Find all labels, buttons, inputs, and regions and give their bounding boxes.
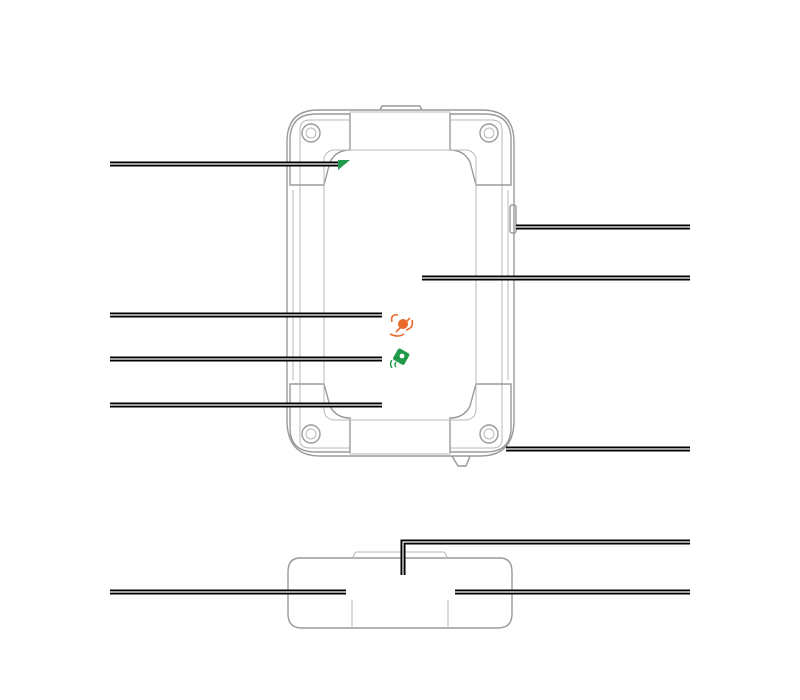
screen-window [323,149,477,421]
green-vibration-phone-icon [389,348,410,369]
bottom-view [287,551,513,629]
green-triangle-indicator-icon [338,160,350,170]
device-inner-body [299,111,503,455]
callout-leaders [110,161,690,595]
screw-top-left [301,123,321,143]
bottom-view-shell [287,557,513,629]
device-outer-shell [286,109,515,457]
screw-bottom-right [479,424,499,444]
side-button [509,204,517,234]
top-tab [379,105,423,111]
front-view [286,105,517,467]
bottom-view-ridge [351,551,449,559]
bumper-top-left [289,113,351,186]
orange-satellite-pin-icon [389,314,414,337]
leader-bottom-port [400,539,690,575]
bumper-bottom-left [289,383,351,453]
screw-bottom-left [301,424,321,444]
bumper-bottom-right [449,383,512,453]
bumper-top-right [449,113,512,186]
bottom-latch [451,455,471,467]
screw-top-right [479,123,499,143]
